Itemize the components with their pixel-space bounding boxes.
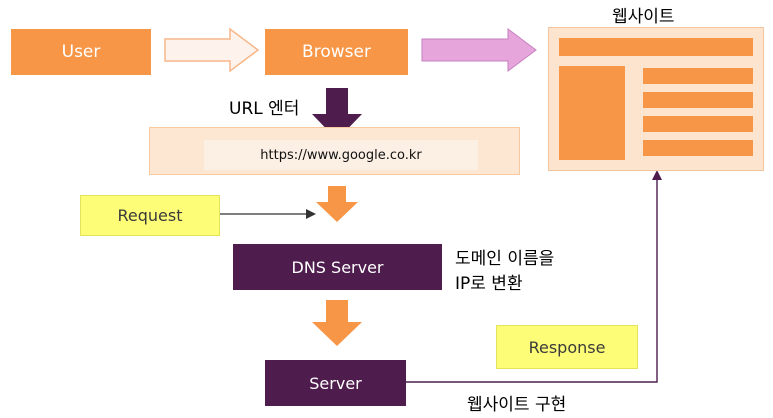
server-node: Server bbox=[265, 360, 406, 406]
response-label: Response bbox=[528, 337, 606, 357]
response-path-head bbox=[652, 170, 662, 180]
website-title: 웹사이트 bbox=[612, 7, 675, 27]
website-content-line bbox=[643, 68, 753, 84]
url-to-dns-arrow bbox=[316, 186, 358, 222]
response-node: Response bbox=[496, 325, 638, 369]
user-label: User bbox=[61, 42, 101, 62]
website-mockup bbox=[548, 27, 764, 171]
request-node: Request bbox=[80, 195, 220, 236]
dns-server-node: DNS Server bbox=[233, 244, 442, 290]
dns-note-line2: IP로 변환 bbox=[455, 274, 523, 294]
dns-note-line1: 도메인 이름을 bbox=[455, 249, 555, 269]
website-content-line bbox=[643, 116, 753, 132]
website-sidebar-block bbox=[559, 66, 625, 160]
website-header-block bbox=[559, 38, 753, 56]
user-to-browser-arrow bbox=[164, 27, 260, 73]
browser-to-website-arrow bbox=[421, 28, 537, 72]
website-content-line bbox=[643, 140, 753, 156]
url-text-box: https://www.google.co.kr bbox=[204, 140, 478, 170]
website-content-line bbox=[643, 92, 753, 108]
request-label: Request bbox=[117, 206, 183, 225]
browser-node: Browser bbox=[265, 29, 408, 75]
dns-to-server-arrow bbox=[312, 300, 362, 346]
url-enter-label: URL 엔터 bbox=[229, 99, 300, 119]
response-path bbox=[406, 178, 658, 383]
website-render-label: 웹사이트 구현 bbox=[467, 395, 567, 415]
server-label: Server bbox=[309, 373, 362, 393]
browser-label: Browser bbox=[302, 42, 371, 62]
user-node: User bbox=[11, 29, 151, 75]
url-text: https://www.google.co.kr bbox=[260, 147, 422, 163]
request-connector-head bbox=[306, 209, 316, 219]
dns-server-label: DNS Server bbox=[291, 257, 384, 277]
